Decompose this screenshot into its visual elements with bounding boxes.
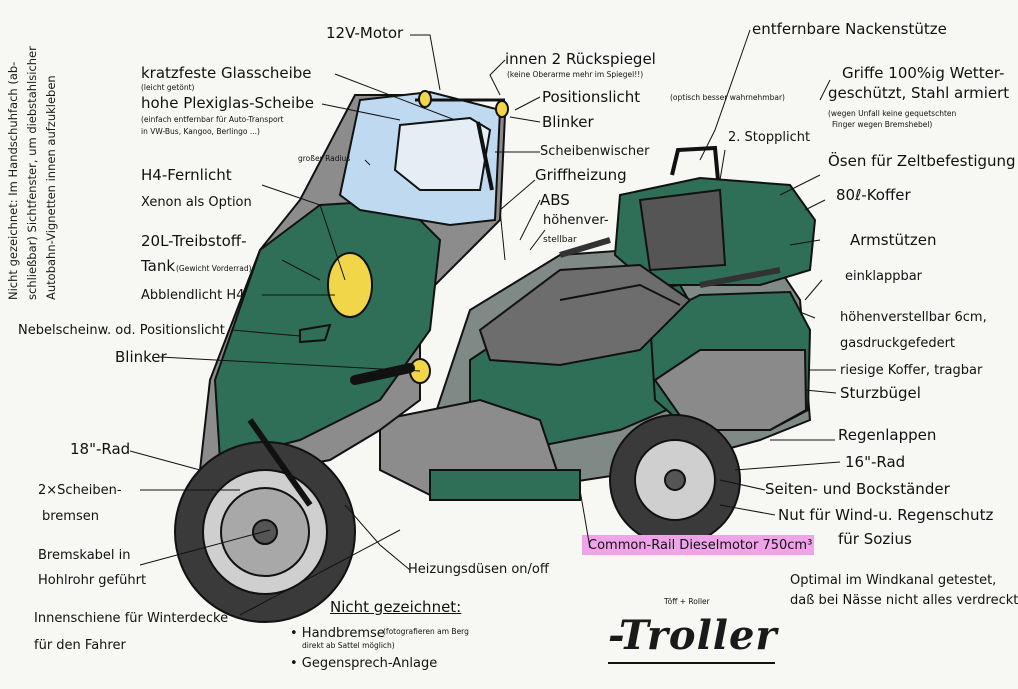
floor-panel	[429, 469, 581, 501]
label-rueckspiegel-note: (keine Oberarme mehr im Spiegel!!)	[507, 70, 644, 79]
diagram-canvas: Nicht gezeichnet: Im Handschuhfach (ab- …	[6, 20, 1018, 671]
label-handbremse: • Handbremse	[290, 626, 385, 641]
label-gegensprech: • Gegensprech-Anlage	[290, 656, 438, 671]
label-positionslicht-top-note: (optisch besser wahrnehmbar)	[670, 93, 785, 102]
label-griffe-2: geschützt, Stahl armiert	[828, 84, 1010, 102]
highlight-bar	[582, 535, 814, 555]
label-staender: Seiten- und Bockständer	[765, 480, 950, 498]
label-tank2: Tank	[141, 257, 176, 275]
label-nackenstuetze: entfernbare Nackenstütze	[752, 20, 947, 38]
rear-wheel	[609, 414, 741, 546]
label-plexiglas: hohe Plexiglas-Scheibe	[141, 94, 314, 112]
label-nut2: für Sozius	[838, 530, 912, 548]
label-glasscheibe: kratzfeste Glasscheibe	[141, 64, 312, 82]
label-positionslicht-top: Positionslicht	[542, 88, 641, 106]
vertical-note-line2: schließbar) Sichtfenster, um diebstahlsi…	[25, 46, 39, 300]
label-koffer80: 80ℓ-Koffer	[836, 186, 911, 204]
label-griffe-note1: (wegen Unfall keine gequetschten	[828, 109, 957, 118]
label-plexiglas-note1: (einfach entfernbar für Auto-Transport	[141, 115, 284, 124]
label-einklappbar: einklappbar	[845, 269, 923, 284]
label-scheibenbremsen1: 2×Scheiben-	[38, 483, 122, 498]
label-heizungsduesen: Heizungsdüsen on/off	[408, 562, 549, 577]
vertical-note-line1: Nicht gezeichnet: Im Handschuhfach (ab-	[6, 61, 20, 300]
label-grosser-radius: großer Radius	[298, 154, 351, 163]
label-tank1: 20L-Treibstoff-	[141, 232, 247, 250]
label-stopplicht: 2. Stopplicht	[728, 130, 811, 145]
label-bremskabel1: Bremskabel in	[38, 548, 131, 563]
label-griffe: Griffe 100%ig Wetter-	[842, 64, 1005, 82]
label-scheibenwischer: Scheibenwischer	[540, 144, 650, 159]
label-rad16: 16"-Rad	[845, 453, 906, 471]
label-armstuetzen: Armstützen	[850, 231, 937, 249]
front-wheel	[174, 418, 356, 623]
label-hoehenverstellbar-6cm: höhenverstellbar 6cm,	[840, 310, 987, 325]
vertical-note-line3: Autobahn-Vignetten innen aufzukleben	[44, 75, 58, 300]
seat	[478, 237, 781, 367]
label-regenlappen: Regenlappen	[838, 426, 937, 444]
label-handbremse-note1: (fotografieren am Berg	[383, 627, 469, 636]
label-scheibenbremsen2: bremsen	[42, 509, 99, 524]
label-glasscheibe-note: (leicht getönt)	[141, 83, 195, 92]
label-blinker-top: Blinker	[542, 113, 594, 131]
label-handbremse-note2: direkt ab Sattel möglich)	[302, 641, 395, 650]
label-toeff-roller: Töff + Roller	[664, 597, 710, 606]
front-fairing	[198, 90, 509, 482]
label-hoehenverstellbar-seat2: stellbar	[543, 235, 577, 245]
scooter-illustration	[129, 29, 841, 664]
side-case	[648, 290, 812, 431]
label-riesige-koffer: riesige Koffer, tragbar	[840, 363, 983, 378]
label-xenon: Xenon als Option	[141, 195, 252, 210]
label-gasdruck: gasdruckgefedert	[840, 336, 956, 351]
label-bremskabel2: Hohlrohr geführt	[38, 573, 147, 588]
label-rad18: 18"-Rad	[70, 440, 131, 458]
troller-title: -Troller	[608, 612, 778, 659]
label-windkanal1: Optimal im Windkanal getestet,	[790, 573, 997, 588]
label-fernlicht: H4-Fernlicht	[141, 166, 232, 184]
label-abblendlicht: Abblendlicht H4	[141, 288, 245, 303]
label-windkanal2: daß bei Nässe nicht alles verdreckt	[790, 593, 1018, 608]
label-innenschiene1: Innenschiene für Winterdecke	[34, 611, 229, 626]
label-blinker-front: Blinker	[115, 348, 167, 366]
label-12v-motor: 12V-Motor	[326, 24, 404, 42]
label-griffe-note2: Finger wegen Bremshebel)	[832, 120, 933, 129]
label-innenschiene2: für den Fahrer	[34, 638, 126, 653]
label-nicht-gezeichnet: Nicht gezeichnet:	[330, 598, 462, 616]
label-sturzbuegel: Sturzbügel	[840, 384, 921, 402]
label-griffheizung: Griffheizung	[535, 166, 627, 184]
label-nut1: Nut für Wind-u. Regenschutz	[778, 506, 994, 524]
label-nebel: Nebelscheinw. od. Positionslicht	[18, 323, 225, 338]
label-plexiglas-note2: in VW-Bus, Kangoo, Berlingo ...)	[141, 127, 260, 136]
label-tank-note: (Gewicht Vorderrad)	[176, 264, 252, 273]
leader-lines	[129, 29, 841, 616]
label-hoehenverstellbar-seat1: höhenver-	[543, 213, 609, 228]
label-common-rail: Common-Rail Dieselmotor 750cm³	[588, 538, 813, 553]
label-oesen: Ösen für Zeltbefestigung	[828, 152, 1016, 170]
top-case	[613, 145, 817, 286]
label-abs: ABS	[540, 191, 570, 209]
label-rueckspiegel: innen 2 Rückspiegel	[505, 50, 656, 68]
